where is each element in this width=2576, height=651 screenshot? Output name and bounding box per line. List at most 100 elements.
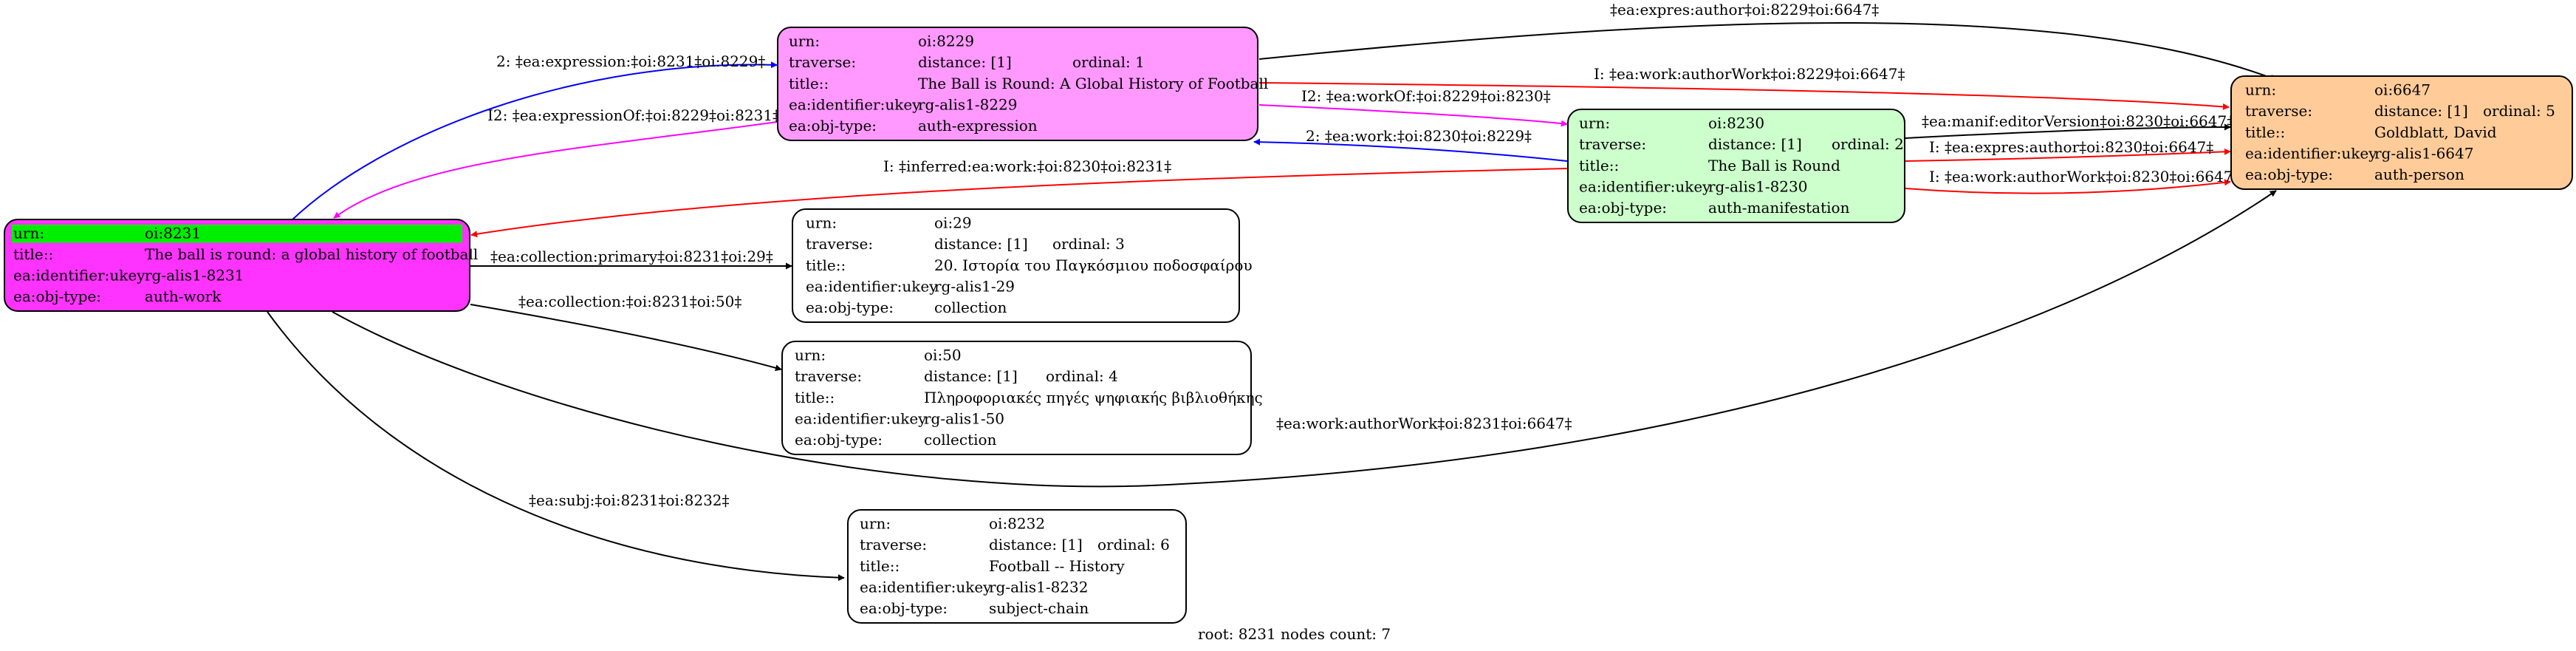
node-field-key: traverse: <box>789 53 856 71</box>
edge-label: ‡ea:collection:‡oi:8231‡oi:50‡ <box>518 293 741 310</box>
node-field-key: title:: <box>860 557 900 575</box>
node-field-ordinal: ordinal: 5 <box>2483 102 2555 120</box>
node-field-key: traverse: <box>860 536 927 553</box>
node-field-value: auth-person <box>2374 166 2464 183</box>
node-field-key: urn: <box>1579 115 1610 132</box>
node-field-value: Goldblatt, David <box>2374 123 2497 141</box>
node-field-key: traverse: <box>2245 102 2312 120</box>
node-field-key: urn: <box>795 347 826 364</box>
node-box <box>847 509 1187 624</box>
node-field-value: rg-alis1-6647 <box>2374 144 2473 162</box>
node-field-value: rg-alis1-8232 <box>989 578 1088 596</box>
node-field-value: oi:29 <box>934 214 972 232</box>
edge-subj-8231-8232[interactable]: ‡ea:subj:‡oi:8231‡oi:8232‡ <box>267 311 845 582</box>
node-field-value: Πληροφοριακές πηγές ψηφιακής βιβλιοθήκης <box>924 389 1263 406</box>
node-field-value: distance: [1] <box>934 235 1028 253</box>
node-field-key: urn: <box>2245 81 2276 99</box>
node-field-key: ea:identifier:ukey <box>795 409 927 427</box>
edge-workof-8229-8230[interactable]: I2: ‡ea:workOf:‡oi:8229‡oi:8230‡ <box>1258 87 1568 127</box>
node-field-value: oi:8230 <box>1708 115 1764 132</box>
node-field-key: ea:obj-type: <box>806 299 894 316</box>
node-field-value: rg-alis1-29 <box>934 277 1015 295</box>
node-field-value: rg-alis1-8229 <box>918 95 1017 113</box>
edge-label: I: ‡ea:work:authorWork‡oi:8230‡oi:6647‡ <box>1929 168 2240 185</box>
edge-work-authorwork-8231-6647[interactable]: ‡ea:work:authorWork‡oi:8231‡oi:6647‡ <box>332 190 2277 488</box>
node-field-key: title:: <box>1579 157 1619 174</box>
node-field-key: urn: <box>789 33 820 50</box>
node-field-key: urn: <box>860 515 891 533</box>
node-field-value: auth-expression <box>918 117 1038 134</box>
edge-label: 2: ‡ea:expression:‡oi:8231‡oi:8229‡ <box>496 52 765 70</box>
node-field-key: ea:identifier:ukey <box>860 578 992 596</box>
urn-highlight <box>12 225 462 243</box>
node-field-value: auth-manifestation <box>1708 199 1850 217</box>
node-field-key: traverse: <box>1579 135 1646 153</box>
node-field-key: ea:obj-type: <box>860 599 948 617</box>
edge-work-authorwork-8229-6647[interactable]: I: ‡ea:work:authorWork‡oi:8229‡oi:6647‡ <box>1258 65 2230 110</box>
node-field-value: rg-alis1-50 <box>924 409 1004 427</box>
edge-manif-editorversion-8230-6647[interactable]: ‡ea:manif:editorVersion‡oi:8230‡oi:6647‡ <box>1905 112 2234 139</box>
node-field-value: The ball is round: a global history of f… <box>145 245 478 263</box>
edge-label: 2: ‡ea:work:‡oi:8230‡oi:8229‡ <box>1306 127 1532 145</box>
node-field-ordinal: ordinal: 3 <box>1052 235 1125 253</box>
node-field-key: ea:identifier:ukey <box>1579 177 1711 195</box>
node-field-value: rg-alis1-8231 <box>145 267 244 284</box>
node-field-key: ea:identifier:ukey <box>789 95 921 113</box>
node-field-key: title:: <box>795 389 835 406</box>
node-box <box>2230 75 2573 190</box>
node-field-key: title:: <box>789 75 829 92</box>
node-box <box>777 27 1258 141</box>
node-oi-6647[interactable]: urn: oi:6647 traverse: distance: [1] ordinal… <box>2230 75 2573 190</box>
node-field-value: subject-chain <box>989 599 1089 617</box>
node-field-value: rg-alis1-8230 <box>1708 177 1807 195</box>
node-field-ordinal: ordinal: 4 <box>1046 367 1118 385</box>
footer-node-count: root: 8231 nodes count: 7 <box>1198 625 1391 643</box>
node-field-value: collection <box>924 431 997 449</box>
node-field-value: oi:8231 <box>145 225 201 242</box>
edge-collection-primary-8231-29[interactable]: ‡ea:collection:primary‡oi:8231‡oi:29‡ <box>470 248 792 270</box>
edge-expres-author-8229-6647[interactable]: ‡ea:expres:author‡oi:8229‡oi:6647‡ <box>1258 1 2277 81</box>
node-field-key: title:: <box>2245 123 2285 141</box>
edge-expressionof-8229-8231[interactable]: I2: ‡ea:expressionOf:‡oi:8229‡oi:8231‡ <box>333 106 780 219</box>
node-field-key: ea:obj-type: <box>13 287 101 305</box>
node-field-value: distance: [1] <box>2374 102 2468 120</box>
edge-label: ‡ea:subj:‡oi:8231‡oi:8232‡ <box>529 491 730 509</box>
node-field-value: distance: [1] <box>924 367 1018 385</box>
node-box <box>792 208 1240 323</box>
node-field-key: ea:obj-type: <box>2245 166 2333 183</box>
edge-label: I2: ‡ea:expressionOf:‡oi:8229‡oi:8231‡ <box>487 106 780 124</box>
edge-expres-author-8230-6647[interactable]: I: ‡ea:expres:author‡oi:8230‡oi:6647‡ <box>1905 138 2231 162</box>
edge-work-8230-8229[interactable]: 2: ‡ea:work:‡oi:8230‡oi:8229‡ <box>1253 127 1568 162</box>
node-field-value: auth-work <box>145 287 222 305</box>
node-field-key: ea:obj-type: <box>789 117 877 134</box>
node-field-value: oi:6647 <box>2374 81 2431 99</box>
node-field-value: collection <box>934 299 1007 316</box>
node-field-key: ea:obj-type: <box>1579 199 1667 217</box>
edge-label: I: ‡ea:expres:author‡oi:8230‡oi:6647‡ <box>1929 138 2213 156</box>
node-field-value: The Ball is Round <box>1708 157 1840 174</box>
node-field-value: The Ball is Round: A Global History of F… <box>918 75 1268 92</box>
edge-inferred-work-8230-8231[interactable]: I: ‡inferred:ea:work:‡oi:8230‡oi:8231‡ <box>470 157 1568 238</box>
edge-label: I2: ‡ea:workOf:‡oi:8229‡oi:8230‡ <box>1301 87 1551 105</box>
edge-label: I: ‡inferred:ea:work:‡oi:8230‡oi:8231‡ <box>883 157 1171 175</box>
node-field-value: oi:8232 <box>989 515 1045 533</box>
node-field-key: ea:obj-type: <box>795 431 883 449</box>
node-field-value: distance: [1] <box>1708 135 1802 153</box>
node-field-value: 20. Ιστορία του Παγκόσμιου ποδοσφαίρου <box>934 256 1253 274</box>
node-field-key: traverse: <box>806 235 873 253</box>
edges: 2: ‡ea:expression:‡oi:8231‡oi:8229‡ I2: … <box>267 1 2277 582</box>
node-field-key: ea:identifier:ukey <box>13 267 145 284</box>
edge-work-authorwork-8230-6647[interactable]: I: ‡ea:work:authorWork‡oi:8230‡oi:6647‡ <box>1905 168 2240 194</box>
edge-expression-8231-8229[interactable]: 2: ‡ea:expression:‡oi:8231‡oi:8229‡ <box>291 52 778 221</box>
node-field-value: distance: [1] <box>989 536 1083 553</box>
edge-label: I: ‡ea:work:authorWork‡oi:8229‡oi:6647‡ <box>1594 65 1905 83</box>
edge-collection-8231-50[interactable]: ‡ea:collection:‡oi:8231‡oi:50‡ <box>470 293 782 372</box>
